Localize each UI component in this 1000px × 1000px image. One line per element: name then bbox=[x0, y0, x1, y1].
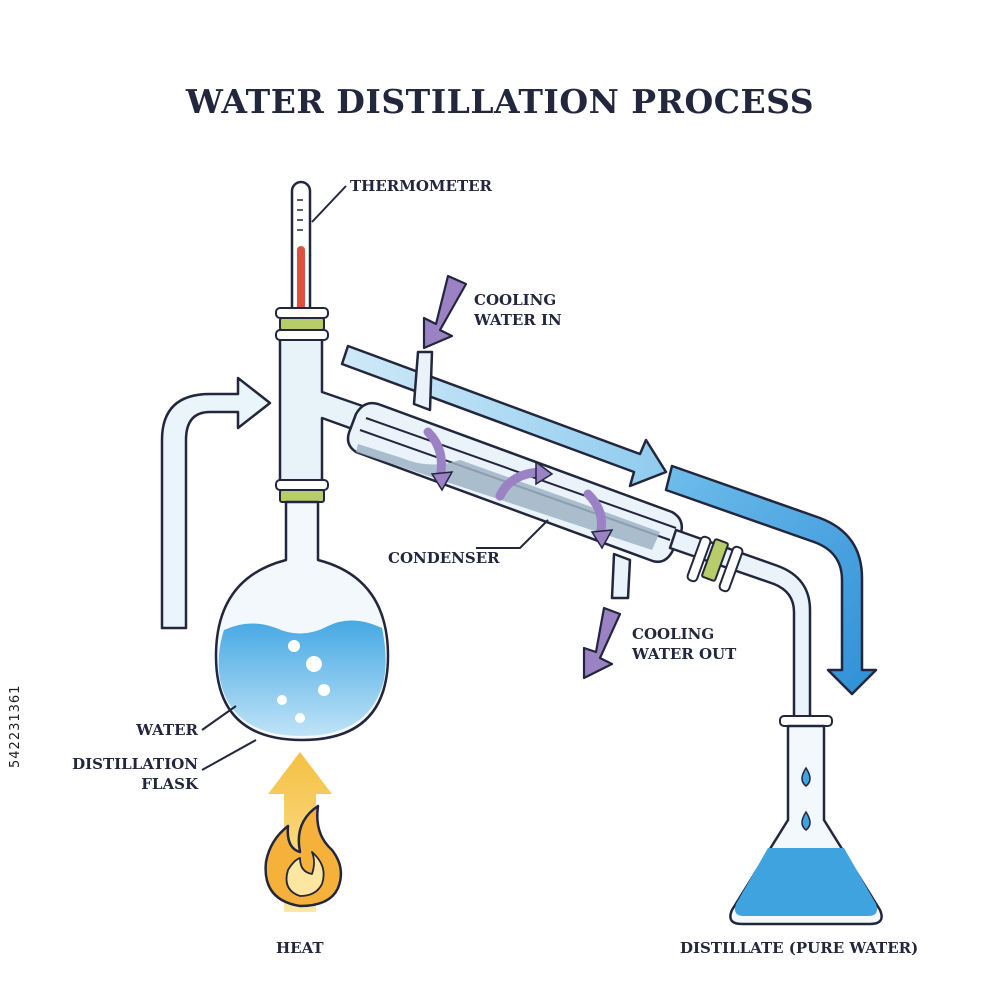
label-line: COOLING bbox=[474, 291, 557, 309]
condenser-flow-arrows bbox=[423, 427, 614, 550]
label-line: FLASK bbox=[141, 775, 198, 793]
bubble bbox=[288, 640, 300, 652]
bubble bbox=[318, 684, 330, 696]
distillation-flask bbox=[214, 479, 390, 742]
label-heat: HEAT bbox=[276, 939, 324, 957]
label-cooling-water-out: COOLING WATER OUT bbox=[632, 624, 736, 664]
distillate-flow-arrow bbox=[664, 464, 878, 696]
top-clamp bbox=[275, 307, 329, 341]
bubble bbox=[295, 713, 305, 723]
label-line: COOLING bbox=[632, 625, 715, 643]
receiving-flask bbox=[729, 715, 883, 926]
label-line: WATER IN bbox=[474, 311, 562, 329]
label-water: WATER bbox=[136, 721, 198, 739]
label-distillate: DISTILLATE (PURE WATER) bbox=[680, 939, 919, 957]
label-distillation-flask: DISTILLATION FLASK bbox=[40, 754, 198, 794]
cooling-water-out-arrow bbox=[582, 606, 622, 680]
cooling-water-in-arrow bbox=[422, 274, 468, 350]
label-line: WATER OUT bbox=[632, 645, 737, 663]
flame-icon bbox=[264, 804, 343, 908]
leader-lines bbox=[201, 185, 549, 771]
bubble bbox=[306, 656, 322, 672]
page-title: WATER DISTILLATION PROCESS bbox=[185, 82, 815, 121]
steam-arrow bbox=[160, 376, 272, 630]
bubble bbox=[277, 695, 287, 705]
label-cooling-water-in: COOLING WATER IN bbox=[474, 290, 562, 330]
label-line: DISTILLATION bbox=[72, 755, 198, 773]
stock-id: 542231361 bbox=[8, 684, 23, 768]
label-condenser: CONDENSER bbox=[388, 549, 500, 567]
label-thermometer: THERMOMETER bbox=[350, 177, 493, 195]
